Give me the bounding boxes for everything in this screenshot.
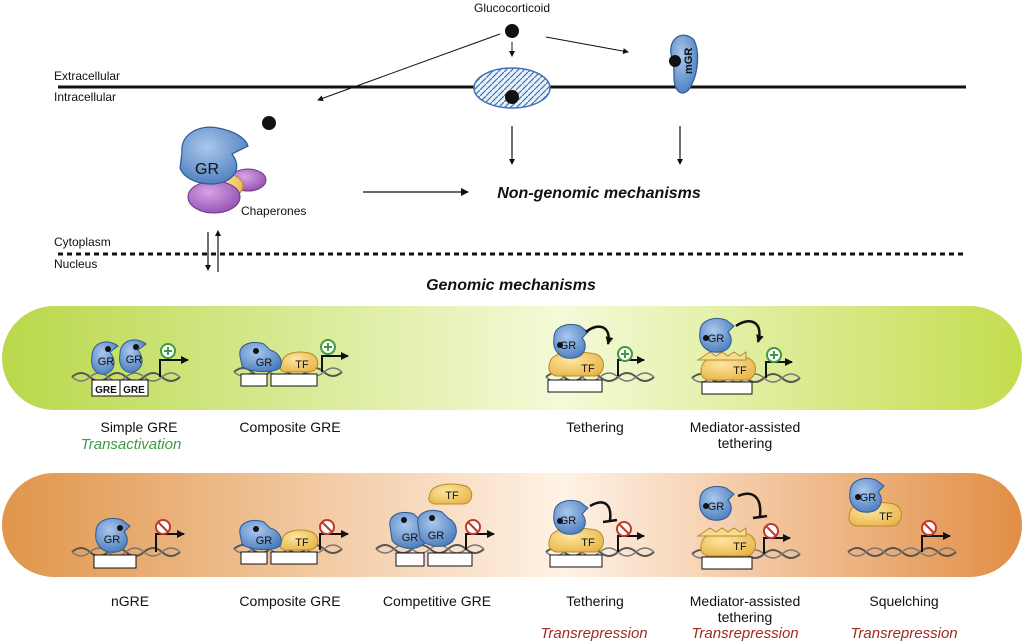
gr-label: GR bbox=[708, 501, 725, 513]
gre-label: GRE bbox=[123, 385, 145, 396]
ligand-to-mgr-arrow bbox=[545, 36, 629, 55]
tr-ngre-cartoon: GR bbox=[71, 518, 185, 569]
tr-composite-gre-cartoon: TF GR bbox=[233, 519, 349, 565]
gr-label: GR bbox=[402, 532, 419, 544]
cytoplasmic-gr bbox=[179, 126, 249, 185]
tf-label: TF bbox=[581, 537, 595, 549]
cytoplasm-label: Cytoplasm bbox=[54, 235, 111, 249]
mgr-receptor bbox=[670, 34, 699, 94]
ta-tethering-cartoon: TF GR bbox=[545, 324, 655, 393]
transrepression-label-squelching: Transrepression bbox=[850, 625, 957, 642]
tss-arrow bbox=[159, 356, 189, 377]
ta-composite-gre-cartoon: TF GR bbox=[233, 339, 349, 387]
gr-monomer bbox=[239, 342, 282, 373]
gr-monomer bbox=[417, 510, 457, 547]
free-ligand-dot bbox=[262, 116, 276, 130]
gr-label: GR bbox=[708, 333, 725, 345]
tr-tethering-cartoon: TF GR bbox=[545, 500, 655, 568]
ligand-dot bbox=[505, 24, 519, 38]
gr-monomer bbox=[553, 324, 589, 359]
tf-label: TF bbox=[295, 359, 309, 371]
mediator bbox=[696, 351, 747, 361]
ligand-label: Glucocorticoid bbox=[474, 1, 550, 15]
ta-mediator-tethering-label-line2: tethering bbox=[718, 435, 772, 451]
transactivation-label: Transactivation bbox=[81, 436, 182, 453]
dna-helix-strand bbox=[71, 372, 181, 382]
gr-label: GR bbox=[560, 340, 577, 352]
mgr-label: mGR bbox=[683, 48, 695, 74]
ligand-to-gr-arrow bbox=[317, 33, 501, 102]
tr-competitive-gre-label: Competitive GRE bbox=[383, 593, 491, 609]
ta-mediator-tethering-label: Mediator-assisted bbox=[690, 419, 801, 435]
gr-monomer bbox=[699, 318, 735, 353]
gr-monomer bbox=[699, 486, 735, 521]
membrane-ligand-dot bbox=[505, 90, 519, 104]
ta-simple-gre-label: Simple GRE bbox=[100, 419, 177, 435]
transactivation-band bbox=[2, 306, 1022, 410]
gr-label: GR bbox=[860, 492, 877, 504]
tf-label: TF bbox=[733, 365, 747, 377]
transrepression-label-tethering: Transrepression bbox=[540, 625, 647, 642]
mediator bbox=[696, 527, 747, 537]
gr-label: GR bbox=[256, 535, 273, 547]
gr-label: GR bbox=[428, 530, 445, 542]
tf-label: TF bbox=[581, 363, 595, 375]
gr-label: GR bbox=[98, 356, 115, 368]
tf-factor bbox=[428, 483, 473, 505]
non-genomic-label: Non-genomic mechanisms bbox=[497, 185, 701, 202]
gr-label: GR bbox=[104, 534, 121, 546]
ta-simple-gre-cartoon: GRE GRE GR GR bbox=[71, 339, 189, 397]
ta-tethering-label: Tethering bbox=[566, 419, 624, 435]
tf-label: TF bbox=[733, 541, 747, 553]
tr-tethering-label: Tethering bbox=[566, 593, 624, 609]
nucleus-label: Nucleus bbox=[54, 257, 97, 271]
gr-label: GR bbox=[126, 354, 143, 366]
genomic-label: Genomic mechanisms bbox=[426, 277, 596, 294]
gr-label: GR bbox=[560, 515, 577, 527]
ta-mediator-tethering-cartoon: TF GR bbox=[691, 318, 801, 395]
tr-mediator-tethering-cartoon: TF GR bbox=[691, 486, 801, 570]
ta-composite-gre-label: Composite GRE bbox=[239, 419, 340, 435]
gr-monomer bbox=[239, 520, 282, 551]
intracellular-label: Intracellular bbox=[54, 90, 116, 104]
tr-squelching-cartoon: TF GR bbox=[847, 478, 957, 557]
tf-label: TF bbox=[879, 511, 893, 523]
tr-composite-gre-label: Composite GRE bbox=[239, 593, 340, 609]
gr-monomer bbox=[553, 500, 589, 535]
gr-monomer bbox=[849, 478, 885, 513]
tf-label: TF bbox=[445, 490, 459, 502]
mgr-ligand-dot bbox=[669, 55, 681, 67]
gr-monomer bbox=[91, 341, 119, 375]
transrepression-label-mediator: Transrepression bbox=[691, 625, 798, 642]
gre-box bbox=[119, 379, 149, 397]
gr-monomer bbox=[119, 339, 147, 373]
tf-label: TF bbox=[295, 537, 309, 549]
tr-ngre-label: nGRE bbox=[111, 593, 149, 609]
gr-label: GR bbox=[256, 357, 273, 369]
gre-label: GRE bbox=[95, 385, 117, 396]
tr-squelching-label: Squelching bbox=[869, 593, 938, 609]
chaperone-large bbox=[187, 180, 241, 214]
tr-mediator-tethering-label-line2: tethering bbox=[718, 609, 772, 625]
tr-competitive-gre-cartoon: TF GR GR bbox=[375, 483, 495, 567]
extracellular-label: Extracellular bbox=[54, 69, 120, 83]
tr-mediator-tethering-label: Mediator-assisted bbox=[690, 593, 801, 609]
chaperones-label: Chaperones bbox=[241, 204, 306, 218]
membrane-bilayer bbox=[473, 67, 551, 109]
cytoplasmic-gr-label: GR bbox=[195, 161, 219, 178]
